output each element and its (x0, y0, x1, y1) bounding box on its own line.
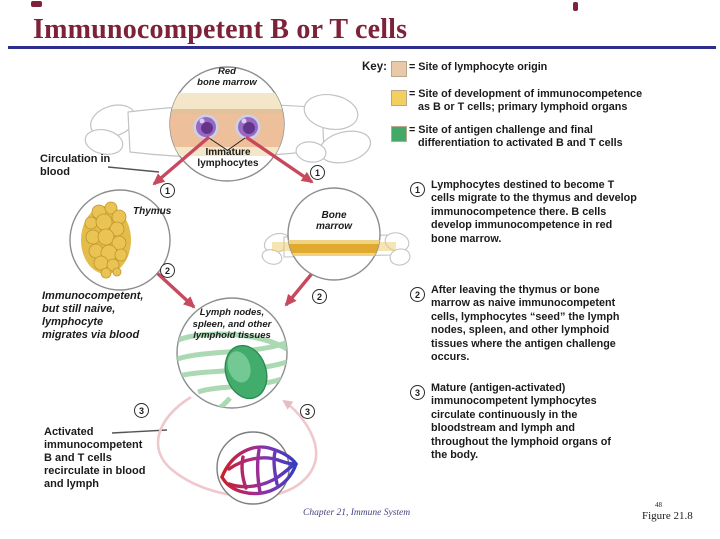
antigen-challenge-swatch-icon (391, 126, 407, 142)
circulation-in-blood-label: Circulation in blood (40, 153, 111, 178)
immature-lymphocytes-label: Immature lymphocytes (197, 147, 259, 169)
thymus-label: Thymus (133, 206, 172, 217)
key-item-development: = Site of development of immunocompetenc… (409, 88, 643, 114)
lymph-node-organ-icon (177, 331, 287, 408)
step-2-badge-right: 2 (312, 289, 327, 304)
bone-marrow-label: Bone marrow (315, 210, 353, 232)
small-bone-icon (261, 232, 411, 266)
step-1-badge-right: 1 (310, 165, 325, 180)
pointer-line-circulation (107, 166, 160, 173)
arrow-2-from-thymus (154, 270, 196, 309)
step-2-text: After leaving the thymus or bone marrow … (431, 284, 620, 364)
step-3-number: 3 (410, 385, 425, 400)
slide-number: 48 (655, 501, 662, 509)
capillary-bed-icon (220, 445, 298, 496)
lymph-nodes-label: Lymph nodes, spleen, and other lymphoid … (192, 307, 272, 341)
key-label: Key: (362, 61, 387, 73)
step-3-badge-left: 3 (134, 403, 149, 418)
crop-artifact-left (31, 1, 42, 7)
page-title: Immunocompetent B or T cells (33, 14, 408, 45)
activated-cells-label: Activated immunocompetent B and T cells … (44, 426, 146, 490)
step-1-text: Lymphocytes destined to become T cells m… (431, 179, 637, 245)
step-3-text: Mature (antigen-activated) immunocompete… (431, 382, 611, 462)
key-item-origin: = Site of lymphocyte origin (409, 61, 548, 73)
bone-marrow-circle (287, 187, 381, 281)
step-1-number: 1 (410, 182, 425, 197)
thymus-circle (69, 189, 171, 291)
crop-artifact-right (573, 2, 578, 11)
step-1-badge-left: 1 (160, 183, 175, 198)
step-2-badge-left: 2 (160, 263, 175, 278)
thymus-organ-icon (81, 201, 131, 279)
title-underline (8, 46, 716, 49)
key-item-antigen-challenge: = Site of antigen challenge and final di… (409, 124, 623, 150)
capillary-circle (216, 431, 290, 505)
marrow-band-outside (272, 242, 396, 251)
origin-swatch-icon (391, 61, 407, 77)
bone-marrow-band (288, 240, 380, 256)
figure-reference: Figure 21.8 (642, 510, 693, 522)
naive-lymphocyte-label: Immunocompetent, but still naive, lympho… (42, 290, 144, 341)
development-swatch-icon (391, 90, 407, 106)
step-2-number: 2 (410, 287, 425, 302)
step-3-badge-right: 3 (300, 404, 315, 419)
chapter-footer: Chapter 21, Immune System (303, 508, 411, 518)
red-bone-marrow-label: Red bone marrow (197, 66, 257, 88)
recirculation-loop (156, 395, 318, 499)
immature-lymphocyte-cells (193, 114, 261, 140)
